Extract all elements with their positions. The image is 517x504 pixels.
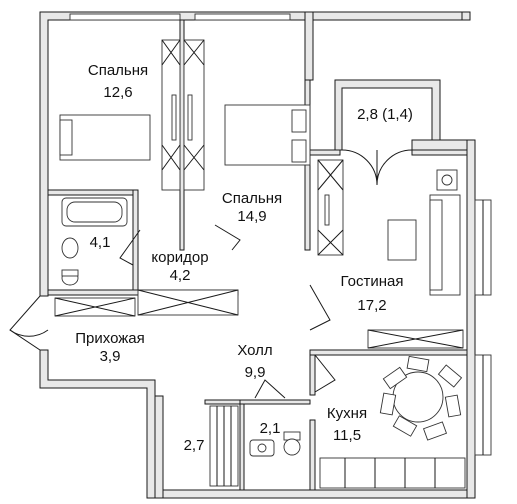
room-label-balcony: 2,8 (1,4) [340,106,430,124]
room-label-bathroom: 4,1 [80,234,120,252]
room-name: Спальня [221,190,283,207]
room-label-bedroom-2: Спальня 14,9 [212,190,292,226]
room-area: 14,9 [237,208,267,225]
room-area: 2,8 (1,4) [357,106,413,123]
room-area: 2,1 [259,420,281,437]
room-name: коридор [151,249,209,266]
doors [9,149,413,399]
room-label-kitchen: Кухня 11,5 [315,405,379,445]
bathroom-fixtures [61,197,301,457]
room-label-wc: 2,1 [250,420,290,438]
beds [59,104,311,166]
outer-walls [39,11,476,499]
wardrobes [54,39,464,349]
room-label-living: Гостиная 17,2 [326,273,418,315]
room-area: 3,9 [99,348,121,365]
windows [69,13,492,456]
room-area: 4,2 [169,267,191,284]
room-name: Холл [237,342,273,359]
room-area: 4,1 [89,234,111,251]
room-area: 12,6 [103,84,133,101]
storage-shelves [209,405,239,487]
dining-set [319,355,466,489]
room-area: 17,2 [357,297,387,314]
room-label-hallway: Прихожая 3,9 [62,330,158,366]
room-name: Спальня [87,62,149,79]
room-name: Кухня [326,405,368,422]
living-furniture [387,169,461,296]
room-name: Прихожая [75,330,145,347]
room-area: 2,7 [183,437,205,454]
room-label-bedroom-1: Спальня 12,6 [78,62,158,102]
room-label-hall: Холл 9,9 [220,342,290,382]
room-area: 9,9 [244,364,266,381]
room-area: 11,5 [332,427,362,444]
room-label-storage: 2,7 [174,437,214,455]
room-label-corridor: коридор 4,2 [138,249,222,285]
room-name: Гостиная [340,273,404,290]
